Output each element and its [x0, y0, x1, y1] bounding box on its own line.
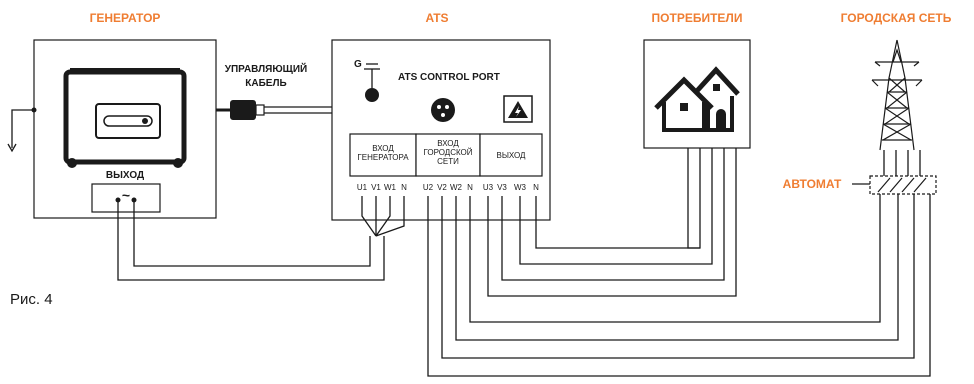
ats-control-port-label: ATS CONTROL PORT — [398, 72, 500, 83]
output-block — [479, 133, 543, 177]
terminal-label: U1 — [357, 183, 368, 192]
socket-hole-1 — [437, 105, 441, 109]
pylon-to-breaker-wires — [883, 150, 921, 176]
terminal-label: V3 — [497, 183, 507, 192]
breaker-label: АВТОМАТ — [783, 177, 842, 191]
gen-input-label-1: ВХОД — [372, 144, 394, 153]
grid-input-block — [415, 133, 481, 177]
terminal-label: W3 — [514, 183, 527, 192]
city-grid-title: ГОРОДСКАЯ СЕТЬ — [841, 11, 952, 25]
house-window-right-icon — [713, 84, 720, 91]
socket-hole-3 — [441, 113, 445, 117]
grid-wire-w2 — [455, 194, 899, 341]
gen-output-wire-inner — [133, 200, 371, 267]
generator-wheel-left-icon — [67, 158, 77, 168]
grid-wire-u2 — [427, 194, 931, 377]
control-cable-label-2: КАБЕЛЬ — [245, 78, 286, 89]
output-wire-extra — [687, 148, 700, 249]
terminal-label: N — [533, 183, 539, 192]
output-wire-u3 — [487, 148, 737, 297]
generator-top-icon — [70, 68, 180, 74]
breaker-unit: АВТОМАТ — [783, 175, 937, 195]
power-pylon-icon — [871, 39, 923, 151]
grid-input-label-3: СЕТИ — [437, 157, 459, 166]
terminal-label: W1 — [384, 183, 397, 192]
house-roof-left-icon — [654, 76, 714, 110]
house-roof-right-icon — [694, 66, 740, 96]
output-wire-n — [535, 148, 701, 249]
grid-input-label-2: ГОРОДСКОЙ — [423, 148, 472, 157]
control-cable-label-1: УПРАВЛЯЮЩИЙ — [225, 62, 307, 75]
house-window-left-icon — [680, 103, 688, 111]
cable-plug-left-tip — [255, 104, 265, 116]
gen-input-wires — [361, 196, 405, 237]
lightning-icon — [515, 106, 521, 117]
socket-hole-2 — [445, 105, 449, 109]
output-wire-v3 — [501, 148, 725, 281]
tilde-symbol: ~ — [122, 187, 130, 203]
breaker-box — [869, 175, 937, 195]
ground-terminal-icon — [365, 88, 379, 102]
house-body-left-icon — [662, 102, 706, 132]
consumers-title: ПОТРЕБИТЕЛИ — [652, 11, 743, 25]
output-wire-w3 — [519, 148, 713, 265]
terminal-label: U3 — [483, 183, 494, 192]
generator-title: ГЕНЕРАТОР — [90, 11, 161, 25]
breaker-switches-icon — [877, 177, 927, 193]
generator-unit: ВЫХОД ~ — [7, 39, 217, 219]
consumers-unit — [643, 39, 751, 149]
generator-wheel-right-icon — [173, 158, 183, 168]
gen-input-label-2: ГЕНЕРАТОРА — [357, 153, 409, 162]
grid-input-label-1: ВХОД — [437, 139, 459, 148]
terminal-label: W2 — [450, 183, 463, 192]
generator-switch-icon — [142, 118, 148, 124]
cable-plug-left-icon — [230, 100, 256, 120]
gen-output-wire-outer — [117, 200, 385, 281]
ground-arrow-icon — [7, 143, 17, 153]
ground-wire — [11, 109, 34, 148]
terminal-label: U2 — [423, 183, 434, 192]
output-block-label: ВЫХОД — [497, 151, 527, 160]
ats-title: ATS — [425, 11, 448, 25]
ats-control-port-socket — [431, 98, 455, 122]
generator-handle-icon — [103, 115, 153, 127]
terminal-label: N — [467, 183, 473, 192]
figure-caption: Рис. 4 — [10, 291, 53, 308]
generator-output-label: ВЫХОД — [106, 170, 144, 181]
house-door-icon — [716, 109, 726, 130]
wiring — [117, 148, 931, 377]
ats-frame — [331, 39, 551, 221]
grid-wire-v2 — [441, 194, 915, 359]
terminal-label: V1 — [371, 183, 381, 192]
terminal-label: N — [401, 183, 407, 192]
terminal-label: V2 — [437, 183, 447, 192]
grid-wire-n — [469, 194, 881, 323]
ground-label: G — [354, 59, 362, 70]
ats-unit: G ATS CONTROL PORT ВХОД ГЕНЕРАТОРА ВХОД … — [331, 39, 551, 221]
generator-output-socket — [91, 183, 161, 213]
